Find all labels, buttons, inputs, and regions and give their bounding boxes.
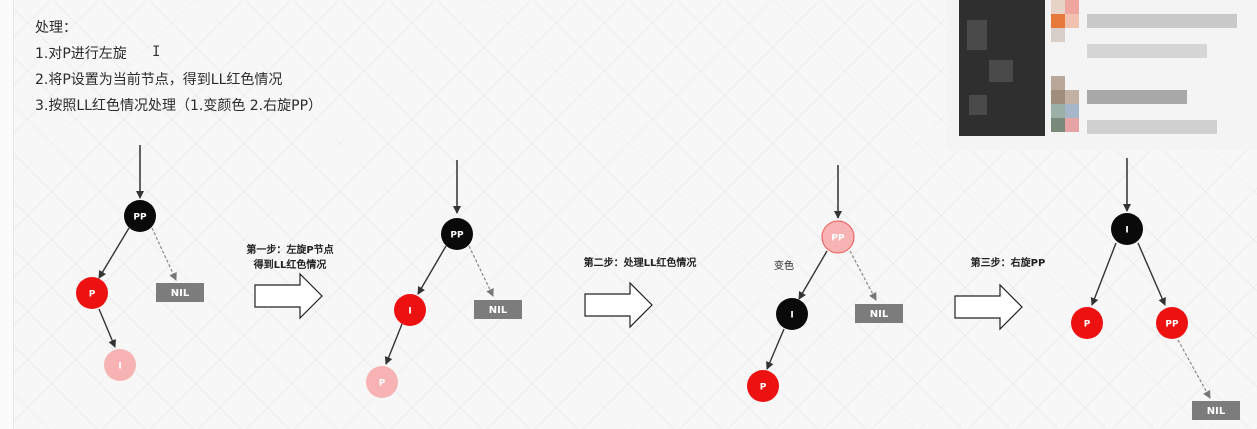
webcam-overlay [947, 0, 1257, 150]
node-label: P [1084, 320, 1091, 330]
tree-node [366, 366, 398, 398]
tree-node [1111, 213, 1143, 245]
notes-line-3: 3.按照LL红色情况处理（1.变颜色 2.右旋PP） [35, 98, 323, 114]
tree-node [1071, 307, 1103, 339]
edge-to-nil [849, 250, 877, 301]
node-label: PP [450, 231, 464, 241]
step-2-arrow-icon [584, 281, 653, 329]
edge [98, 227, 130, 279]
tree-node [821, 220, 855, 254]
node-label: I [790, 311, 793, 321]
step-1-label-line-1: 第一步：左旋P节点 [246, 243, 333, 256]
notes-line-1: 1.对P进行左旋 [35, 46, 127, 62]
edge [417, 245, 447, 295]
tree-node [441, 218, 473, 250]
tree-node [104, 349, 136, 381]
node-label: P [379, 379, 386, 389]
notes-line-2: 2.将P设置为当前节点，得到LL红色情况 [35, 72, 283, 88]
edge-to-nil [1177, 339, 1211, 399]
nil-label: NIL [489, 305, 508, 316]
notes-block: 处理： 1.对P进行左旋 2.将P设置为当前节点，得到LL红色情况 3.按照LL… [35, 15, 322, 119]
tree-node [394, 294, 426, 326]
node-label: PP [133, 213, 147, 223]
nil-label: NIL [1207, 406, 1226, 417]
step-1-label-line-2: 得到LL红色情况 [253, 258, 327, 271]
tree-1: PP P I NIL [76, 145, 204, 381]
tree-node [1156, 307, 1188, 339]
edge [1090, 242, 1117, 306]
step-3-arrow-icon [954, 283, 1023, 331]
node-label: PP [831, 234, 845, 244]
nil-label: NIL [171, 288, 190, 299]
step-2-label: 第二步：处理LL红色情况 [584, 256, 697, 269]
nil-box [1192, 401, 1240, 420]
node-label: P [760, 383, 767, 393]
tree-4: I P PP NIL [1071, 158, 1240, 420]
tree-node [124, 200, 156, 232]
tree-node [776, 298, 808, 330]
tree-node [747, 370, 779, 402]
tree-node [76, 277, 108, 309]
nil-label: NIL [870, 309, 889, 320]
edge [98, 308, 116, 348]
node-label: P [89, 290, 96, 300]
left-gutter [0, 0, 14, 429]
step-1-arrow-icon [254, 272, 323, 320]
edge-to-nil [468, 245, 494, 297]
edge [766, 328, 785, 370]
node-label: I [1125, 226, 1128, 236]
node-label: PP [1165, 320, 1179, 330]
step-3-label: 第三步：右旋PP [971, 256, 1046, 269]
notes-heading: 处理： [35, 20, 77, 36]
edge [384, 323, 403, 365]
node-label: I [118, 362, 121, 372]
webcam-video [959, 0, 1045, 136]
edge-to-nil [151, 227, 177, 281]
edge [1137, 242, 1166, 306]
edge [798, 250, 828, 300]
nil-box [474, 300, 522, 319]
text-cursor-icon: I [152, 44, 161, 60]
recolor-label: 变色 [774, 259, 794, 272]
tree-2: PP I P NIL [366, 160, 522, 398]
nil-box [855, 304, 903, 323]
tree-3: PP I P NIL 变色 [747, 165, 903, 402]
nil-box [156, 283, 204, 302]
node-label: I [408, 307, 411, 317]
